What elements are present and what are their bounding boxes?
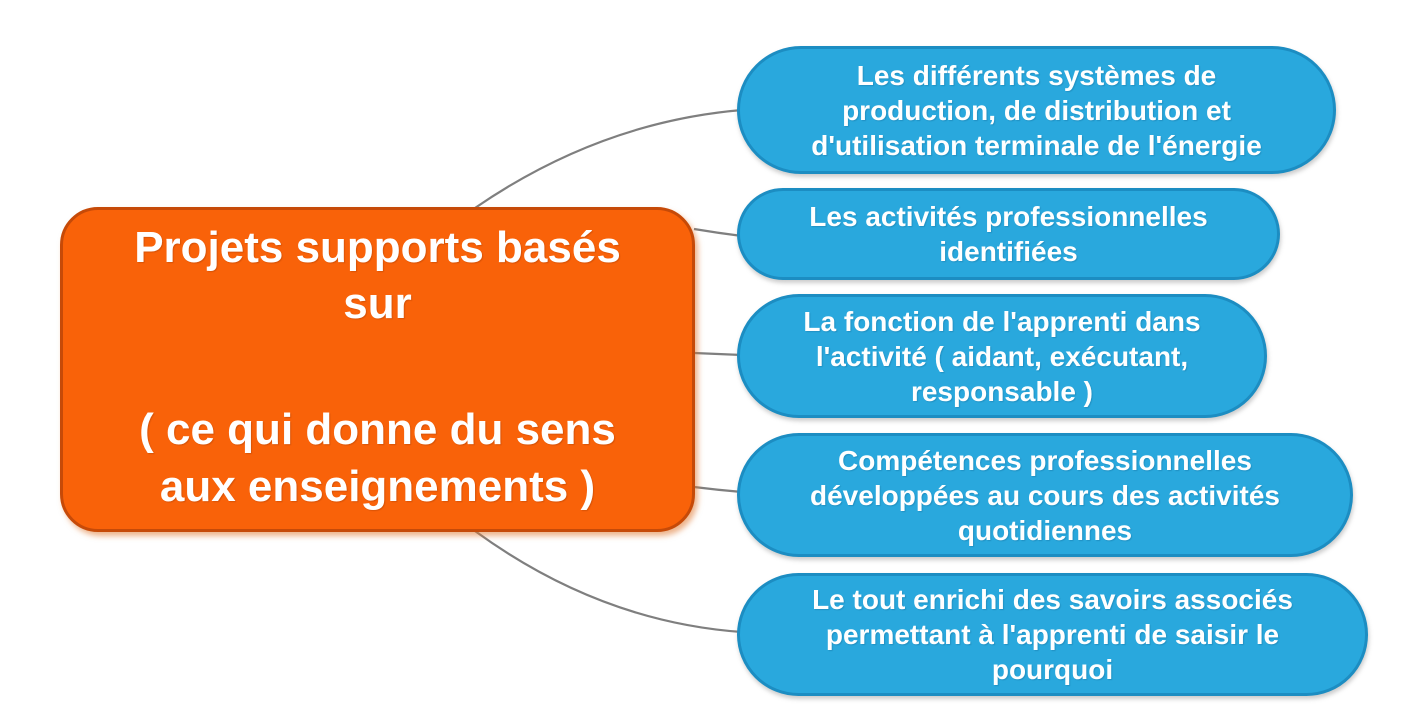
branch-label: Compétences professionnelles développées…	[810, 444, 1280, 546]
root-node-subtitle: ( ce qui donne du sens aux enseignements…	[139, 405, 616, 511]
connector-line-2	[693, 227, 743, 238]
branch-label: Les différents systèmes de production, d…	[811, 59, 1262, 161]
root-node: Projets supports basés sur ( ce qui donn…	[60, 207, 695, 532]
branch-label: La fonction de l'apprenti dans l'activit…	[803, 305, 1201, 407]
connector-line-4	[693, 485, 743, 494]
branch-node-systemes-energie: Les différents systèmes de production, d…	[737, 46, 1336, 174]
branch-node-activites-professionnelles: Les activités professionnelles identifié…	[737, 188, 1280, 280]
connector-line-5	[474, 530, 743, 634]
root-node-title: Projets supports basés sur	[134, 223, 621, 329]
branch-label: Les activités professionnelles identifié…	[809, 201, 1208, 267]
branch-label: Le tout enrichi des savoirs associés per…	[812, 584, 1293, 685]
branch-node-fonction-apprenti: La fonction de l'apprenti dans l'activit…	[737, 294, 1267, 418]
connector-line-3	[693, 351, 743, 357]
branch-node-savoirs-associes: Le tout enrichi des savoirs associés per…	[737, 573, 1368, 696]
branch-node-competences-professionnelles: Compétences professionnelles développées…	[737, 433, 1353, 557]
connector-line-1	[474, 108, 743, 209]
